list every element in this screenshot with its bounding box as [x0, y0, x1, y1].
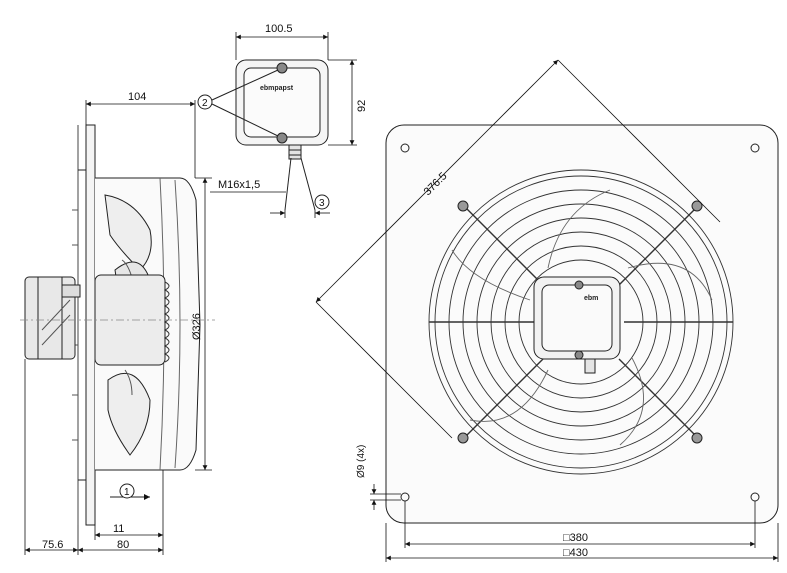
- front-hole-top-right: [750, 143, 760, 153]
- dim-side-overhang: 75.6: [42, 539, 63, 551]
- dim-side-flange-offset: 11: [113, 523, 124, 535]
- dim-cable-gland: M16x1,5: [218, 179, 260, 191]
- callout-screws-circle: [197, 94, 213, 110]
- cable-gland: [288, 144, 302, 160]
- side-dimensions: [24, 100, 212, 555]
- callout-screws-label: 2: [202, 98, 208, 109]
- dim-plate-size: □430: [563, 547, 588, 559]
- terminal-box-logo: ebmpapst: [260, 85, 294, 92]
- front-guard-mount-tr: [691, 200, 703, 212]
- front-guard-mount-bl: [457, 432, 469, 444]
- callout-airflow-circle: [119, 483, 135, 499]
- side-blade-upper: [104, 194, 152, 271]
- callout-airflow-label: 1: [124, 487, 130, 498]
- terminal-box-screw-top: [276, 62, 288, 74]
- terminal-box-screw-bottom: [276, 132, 288, 144]
- front-dimensions: [315, 59, 779, 562]
- side-motor-fins: [163, 281, 170, 363]
- dim-hole-pitch: □380: [563, 532, 588, 544]
- front-box-logo: ebm: [584, 295, 598, 302]
- front-guard-mount-br: [691, 432, 703, 444]
- front-view: [385, 124, 779, 524]
- dim-side-diameter: Ø326: [191, 313, 203, 340]
- dim-side-depth: 104: [128, 91, 146, 103]
- dim-hole-diameter: Ø9 (4x): [356, 445, 367, 478]
- front-box-screw-bottom: [574, 350, 584, 360]
- dim-box-height: 92: [356, 100, 368, 112]
- dim-box-width: 100.5: [265, 23, 293, 35]
- dim-side-base: 80: [117, 539, 129, 551]
- callout-gland-label: 3: [319, 198, 325, 209]
- side-view: [20, 124, 215, 526]
- front-box-screw-top: [574, 280, 584, 290]
- front-cable-gland: [584, 358, 596, 374]
- side-blade-lower: [107, 372, 151, 456]
- side-mounting-plate: [85, 124, 96, 526]
- front-guard-mount-tl: [457, 200, 469, 212]
